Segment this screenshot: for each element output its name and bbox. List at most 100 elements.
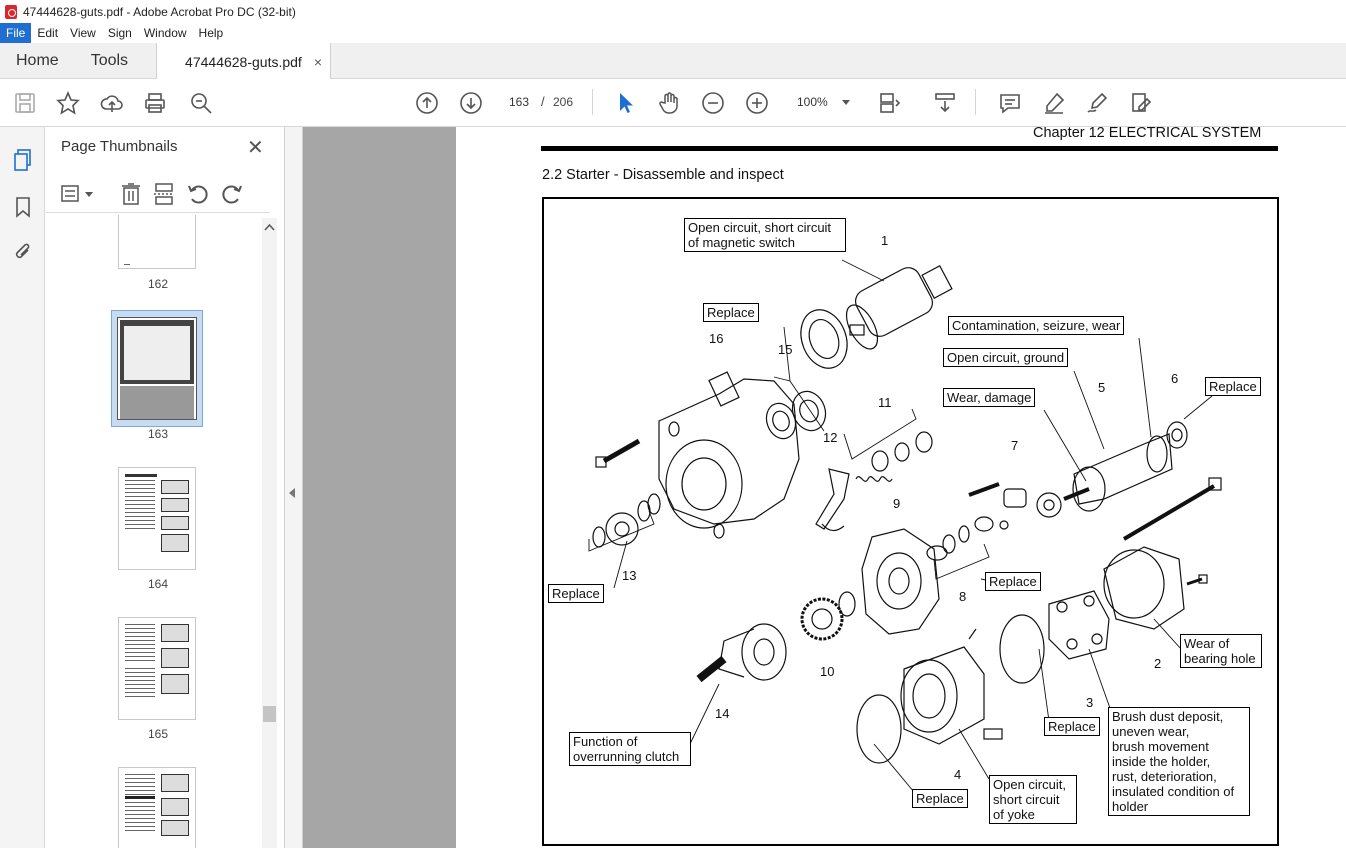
zoom-out-icon[interactable] [701, 91, 725, 115]
callout-replace-13: Replace [548, 584, 604, 603]
part-number-3: 3 [1086, 695, 1094, 710]
acrobat-logo-icon [5, 4, 17, 19]
menu-window[interactable]: Window [143, 26, 187, 40]
sign-pen-icon[interactable] [1085, 91, 1109, 115]
part-number-11: 11 [878, 395, 892, 410]
thumbnail-page[interactable] [118, 767, 196, 848]
part-number-14: 14 [715, 706, 730, 721]
panel-title: Page Thumbnails [61, 138, 178, 155]
thumbnail-label: 163 [147, 427, 169, 441]
thumbnail-list: 162 163 164 165 [46, 215, 270, 848]
callout-replace-4: Replace [912, 789, 968, 808]
page-thumbnails-icon[interactable] [11, 148, 35, 172]
callout-magnetic-switch: Open circuit, short circuit of magnetic … [684, 218, 846, 252]
collapse-arrow-icon [289, 488, 295, 498]
menu-edit[interactable]: Edit [37, 26, 59, 40]
close-panel-icon[interactable]: ✕ [247, 137, 264, 159]
callout-replace-ring: Replace [1044, 717, 1100, 736]
tab-home[interactable]: Home [16, 52, 59, 69]
attachments-paperclip-icon[interactable] [11, 241, 35, 265]
thumbnail-page[interactable] [118, 617, 196, 720]
callout-bearing-hole: Wear of bearing hole [1180, 634, 1262, 668]
select-cursor-icon[interactable] [614, 91, 638, 115]
zoom-in-icon[interactable] [745, 91, 769, 115]
previous-page-icon[interactable] [415, 91, 439, 115]
comment-icon[interactable] [998, 91, 1022, 115]
pinion-gear-part-13 [592, 493, 661, 548]
pdf-page: Chapter 12 ELECTRICAL SYSTEM 2.2 Starter… [456, 127, 1346, 848]
part-number-7: 7 [1011, 438, 1019, 453]
scrollbar-thumb[interactable] [263, 706, 276, 722]
bookmark-star-icon[interactable] [56, 90, 80, 115]
o-ring-parts [856, 614, 1045, 764]
internal-gear-part-10 [800, 591, 856, 641]
menu-file[interactable]: File [0, 23, 32, 43]
edit-pdf-icon[interactable] [1129, 91, 1153, 115]
spring-set-part-11 [855, 431, 933, 482]
toolbar-divider [592, 89, 593, 115]
highlight-pen-icon[interactable] [1042, 91, 1066, 115]
zoom-value: 100% [797, 95, 828, 109]
document-viewport[interactable]: Chapter 12 ELECTRICAL SYSTEM 2.2 Starter… [303, 127, 1346, 848]
bearing-parts [765, 390, 827, 440]
page-fit-icon[interactable] [877, 91, 901, 115]
part-number-15: 15 [778, 342, 793, 357]
center-bracket-part-9 [861, 528, 940, 635]
close-tab-icon[interactable]: × [313, 53, 322, 70]
document-tab-label: 47444628-guts.pdf [185, 53, 302, 70]
thumbnail-page-current[interactable] [117, 317, 197, 420]
left-rail [0, 127, 45, 848]
delete-page-icon[interactable] [120, 182, 142, 206]
menu-sign[interactable]: Sign [107, 26, 132, 40]
chapter-header: Chapter 12 ELECTRICAL SYSTEM [1033, 127, 1262, 141]
part-number-16: 16 [709, 331, 724, 346]
tab-tools[interactable]: Tools [90, 52, 129, 69]
save-icon[interactable] [13, 91, 37, 115]
toolbar [0, 79, 1346, 127]
callout-wear-damage: Wear, damage [943, 388, 1036, 407]
brush-holder-part-3 [1048, 590, 1110, 660]
part-number-12: 12 [823, 430, 838, 445]
rear-cover-part-2 [1103, 546, 1208, 630]
thumbnail-label: 162 [147, 277, 169, 291]
scroll-mode-icon[interactable] [933, 91, 957, 115]
starter-parts-drawing [588, 259, 1222, 793]
yoke-part-4 [900, 628, 1003, 745]
page-number-input[interactable] [500, 88, 538, 116]
shift-lever-part-12 [815, 468, 850, 532]
part-number-8: 8 [959, 589, 967, 604]
panel-collapse-handle[interactable] [285, 127, 303, 848]
next-page-icon[interactable] [459, 91, 483, 115]
part-number-5: 5 [1098, 380, 1106, 395]
thumbnail-page[interactable] [118, 467, 196, 570]
thumbnail-options-icon[interactable] [61, 183, 97, 205]
callout-contamination: Contamination, seizure, wear [948, 316, 1125, 335]
hand-tool-icon[interactable] [657, 91, 681, 115]
insert-page-icon[interactable] [153, 182, 175, 206]
zoom-dropdown[interactable]: 100% [788, 90, 854, 114]
thumbnail-page[interactable] [118, 215, 196, 269]
callout-replace-6: Replace [1205, 377, 1261, 396]
zoom-search-icon[interactable] [189, 91, 213, 115]
thumbnail-scrollbar[interactable] [262, 218, 277, 848]
thumbnail-label: 165 [147, 727, 169, 741]
rotate-left-icon[interactable] [186, 182, 210, 206]
through-bolt-left [595, 438, 641, 468]
bearing-part-6 [1166, 421, 1188, 449]
menu-help[interactable]: Help [198, 26, 224, 40]
part-number-2: 2 [1154, 656, 1162, 671]
thumbnail-panel: Page Thumbnails ✕ 162 163 164 [46, 127, 285, 848]
through-bolt-right [1122, 477, 1222, 541]
tab-document[interactable]: 47444628-guts.pdf × [156, 43, 331, 80]
callout-replace-8: Replace [985, 572, 1041, 591]
print-icon[interactable] [143, 91, 167, 115]
title-bar: 47444628-guts.pdf - Adobe Acrobat Pro DC… [0, 0, 1346, 23]
leader-lines [613, 259, 1213, 793]
bookmarks-icon[interactable] [11, 195, 35, 219]
upload-cloud-icon[interactable] [100, 91, 124, 115]
bearing-retainer-part-7 [968, 482, 1062, 530]
rotate-right-icon[interactable] [220, 182, 244, 206]
menu-view[interactable]: View [70, 26, 96, 40]
scroll-up-icon[interactable] [262, 222, 277, 234]
callout-overrunning-clutch: Function of overrunning clutch [569, 732, 691, 766]
